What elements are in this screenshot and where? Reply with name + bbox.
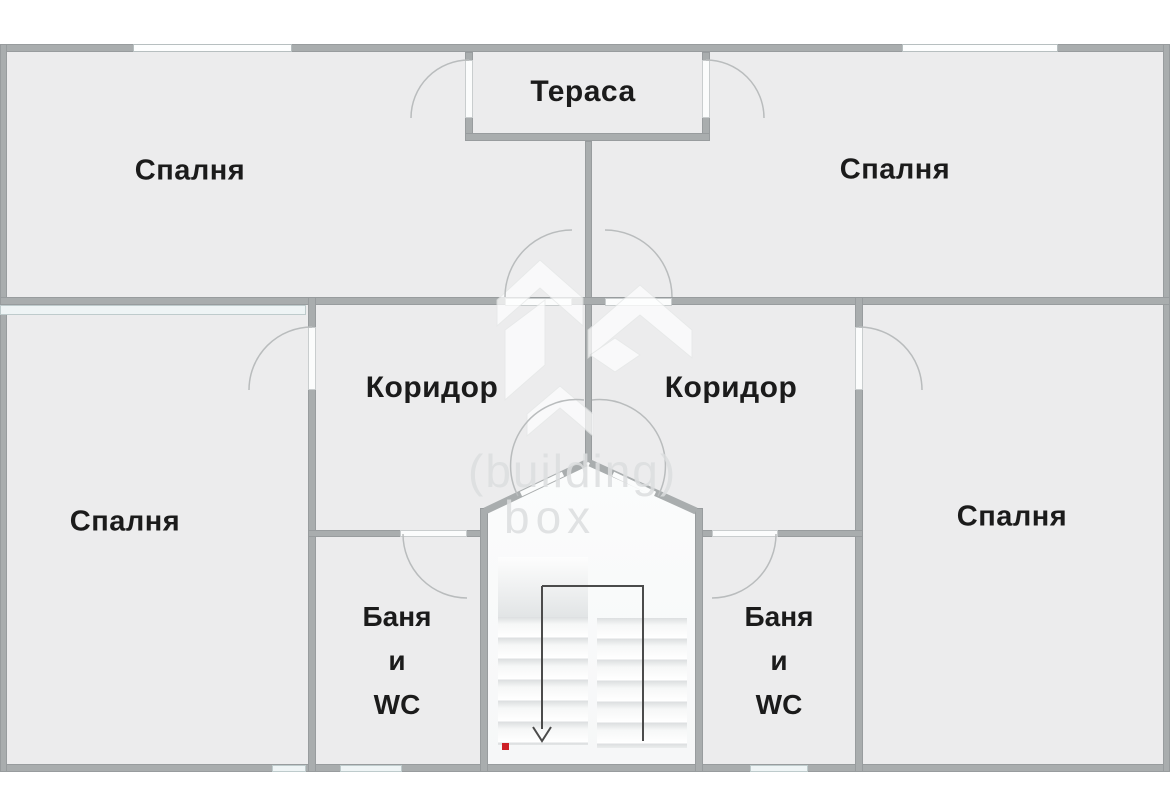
stair-start-marker [502, 743, 509, 750]
window-bottom-bath-right [750, 765, 808, 772]
watermark-text: (building) box [468, 448, 677, 540]
stair-landing-shade [498, 557, 588, 619]
stair-right-wall [695, 508, 703, 772]
label-bath-right-line1: Баня [744, 601, 814, 632]
label-bath-left: Баня и WC [363, 595, 432, 727]
label-bedroom-bottom-left: Спалня [69, 505, 181, 538]
terrace-wall-bottom [465, 133, 710, 141]
label-bath-left-line1: Баня [362, 601, 432, 632]
label-bedroom-top-left: Спалня [134, 154, 246, 187]
stair-left-wall [480, 508, 488, 772]
bath-right-door-gap [712, 530, 778, 537]
watermark-line2: box [504, 491, 597, 543]
bedroom-br-door-gap [855, 327, 863, 390]
outer-wall-top [0, 44, 1170, 52]
bath-left-door-gap [400, 530, 467, 537]
stair-flight-right [597, 618, 687, 748]
middle-wall [0, 297, 1170, 305]
bedroom-bl-door-gap [308, 327, 316, 390]
label-bedroom-bottom-right: Спалня [956, 500, 1068, 533]
label-bath-left-line3: WC [373, 689, 421, 720]
bath-right-top-wall [695, 530, 863, 537]
outer-wall-right [1163, 44, 1170, 772]
outer-wall-left [0, 44, 7, 772]
label-bedroom-top-right: Спалня [839, 153, 951, 186]
bedroom-tl-door-gap [505, 298, 572, 306]
label-bath-right: Баня и WC [745, 595, 814, 727]
label-terrace: Тераса [530, 75, 636, 108]
terrace-door-left-gap [465, 60, 473, 118]
window-middle-wall-left [0, 305, 306, 315]
window-bottom-bath-left [340, 765, 402, 772]
label-bath-right-line3: WC [755, 689, 803, 720]
label-corridor-right: Коридор [664, 371, 798, 404]
label-bath-left-line2: и [388, 645, 406, 676]
window-bottom-left-bedroom [272, 765, 306, 772]
window-top-right-bedroom [902, 44, 1058, 52]
bedroom-tr-door-gap [605, 298, 672, 306]
stair-flight-left [498, 617, 588, 745]
watermark-line1: (building) [468, 445, 678, 497]
outer-wall-bottom [0, 764, 1170, 772]
bath-left-top-wall [308, 530, 488, 537]
label-corridor-left: Коридор [365, 371, 499, 404]
label-bath-right-line2: и [770, 645, 788, 676]
window-top-left-bedroom [133, 44, 292, 52]
terrace-door-right-gap [702, 60, 710, 118]
